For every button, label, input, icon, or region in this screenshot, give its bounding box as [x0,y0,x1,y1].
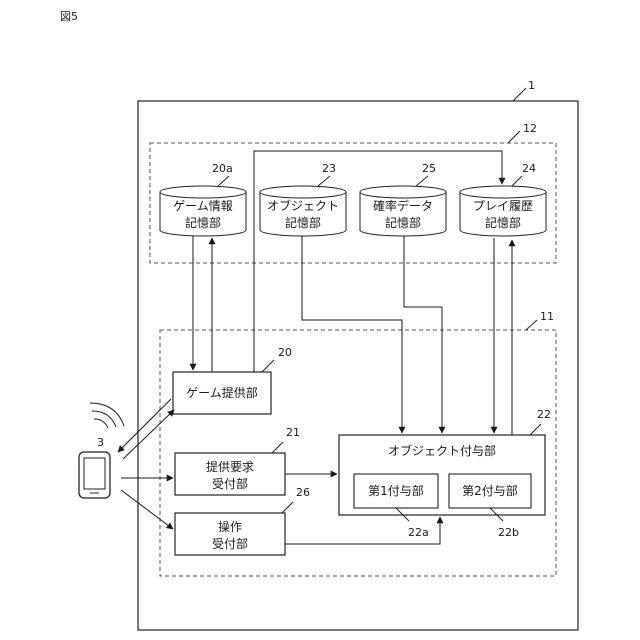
game-info-store-ref-leader [218,176,229,186]
system-ref-leader [513,88,526,101]
storage-unit-ref: 12 [523,122,537,135]
object-store-label-1: オブジェクト [267,198,339,213]
system-ref: 1 [528,79,535,92]
operation-receiver-label-2: 受付部 [212,536,248,551]
arrow-terminal-to-operation [121,490,173,529]
game-info-store-label-2: 記憶部 [185,215,221,230]
object-store-ref-leader [318,176,330,186]
game-provider-ref: 20 [278,346,292,359]
first-assigner-label: 第1付与部 [368,483,424,498]
terminal-smartphone-icon [79,452,110,498]
arrow-object-store-to-assigner [302,236,402,433]
control-unit-ref: 11 [540,310,554,323]
operation-receiver-ref-leader [282,502,293,513]
arrow-provider-to-play-history [254,151,502,372]
operation-receiver-ref: 26 [296,486,310,499]
request-receiver-ref: 21 [286,426,300,439]
control-unit-ref-leader [526,320,537,330]
probability-data-store: 確率データ 記憶部 [360,186,446,236]
request-receiver-ref-leader [272,442,283,453]
play-history-store-label-1: プレイ履歴 [473,199,533,213]
second-assigner-label: 第2付与部 [462,483,518,498]
probability-data-store-ref-leader [416,176,428,186]
object-store-ref: 23 [322,162,336,175]
object-assigner-label: オブジェクト付与部 [388,443,496,458]
probability-data-store-label-2: 記憶部 [385,215,421,230]
object-assigner-ref: 22 [537,408,551,421]
probability-data-store-label-1: 確率データ [373,198,433,213]
object-store: オブジェクト 記憶部 [260,186,346,236]
arrow-provider-to-terminal [118,399,171,452]
operation-receiver-label-1: 操作 [218,519,242,534]
request-receiver-label-1: 提供要求 [206,459,254,474]
first-assigner-ref: 22a [408,526,429,539]
object-store-label-2: 記憶部 [285,215,321,230]
wireless-signal-icon [90,403,124,428]
arrow-probability-to-assigner [404,236,442,433]
second-assigner-ref: 22b [498,526,519,539]
probability-data-store-ref: 25 [422,162,436,175]
play-history-store: プレイ履歴 記憶部 [460,186,546,236]
arrow-terminal-to-provider [123,410,174,459]
play-history-store-ref: 24 [522,162,536,175]
game-info-store-ref: 20a [212,162,233,175]
game-info-store-label-1: ゲーム情報 [173,199,233,213]
request-receiver-label-2: 受付部 [212,476,248,491]
storage-unit-ref-leader [508,131,520,143]
game-info-store: ゲーム情報 記憶部 [160,186,246,236]
object-assigner-ref-leader [530,424,541,435]
terminal-ref: 3 [97,436,104,449]
figure-label: 図5 [60,10,78,23]
play-history-store-ref-leader [512,176,522,186]
game-provider-label: ゲーム提供部 [186,385,258,400]
play-history-store-label-2: 記憶部 [485,215,521,230]
game-provider-ref-leader [262,360,274,372]
